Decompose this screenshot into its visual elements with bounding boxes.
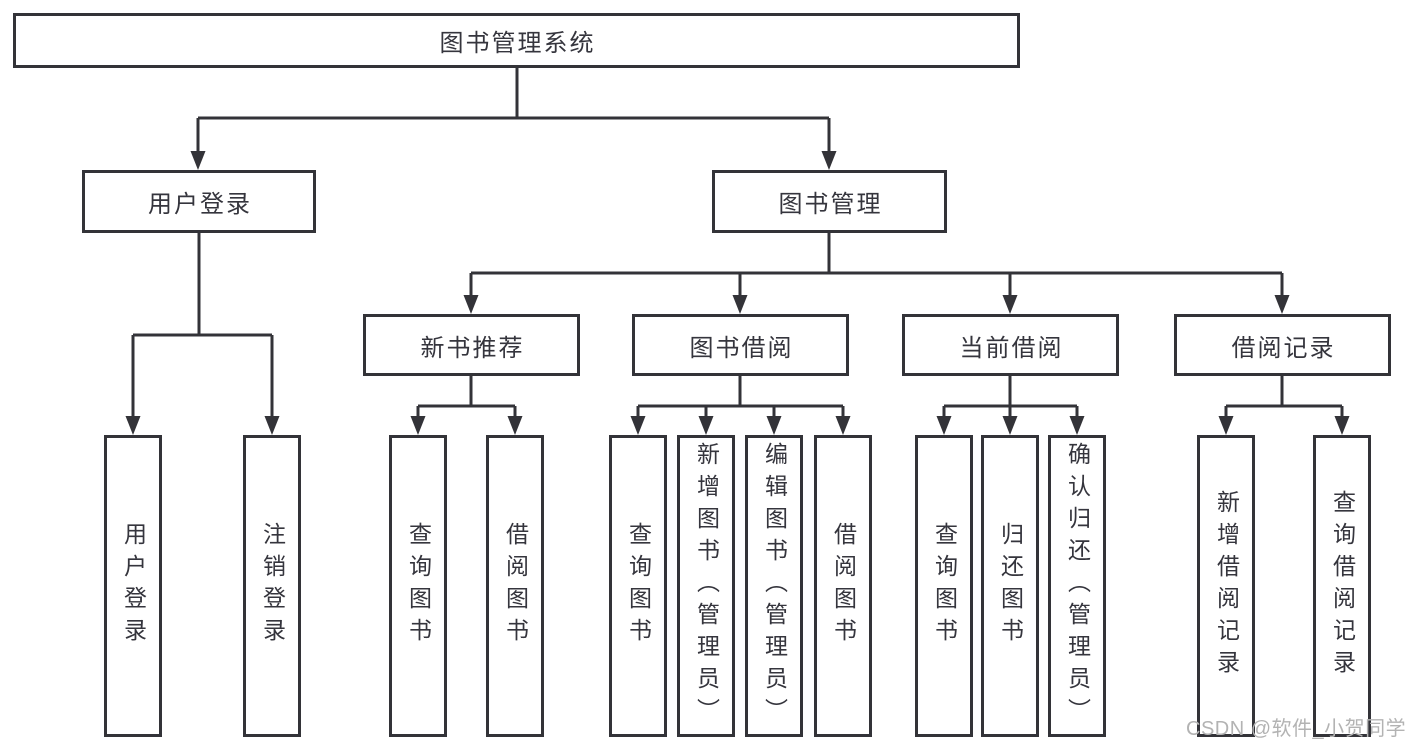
leaf-bb-add-books-admin: 新增图书（管理员） [677,435,735,737]
node-book-management-label: 图书管理 [778,191,883,218]
connector-user-login-children [131,233,274,421]
arrow-down-icon [410,416,426,435]
leaf-cb-return-books: 归还图书 [981,435,1039,737]
arrow-down-icon [821,151,837,170]
leaf-logout-label: 注销登录 [259,522,286,650]
arrow-down-icon [1069,416,1085,435]
leaf-user-login-label: 用户登录 [120,522,147,650]
node-user-login: 用户登录 [82,170,316,233]
arrow-down-icon [190,151,206,170]
leaf-bb-borrow-books-label: 借阅图书 [830,522,857,650]
connector-book-management-children [469,233,1284,300]
leaf-br-add-record-label: 新增借阅记录 [1213,490,1240,682]
node-borrow-records-label: 借阅记录 [1231,334,1336,362]
node-book-borrow-label: 图书借阅 [689,334,794,362]
arrow-down-icon [1002,295,1018,314]
node-new-book-recommend-label: 新书推荐 [420,334,525,362]
arrow-down-icon [766,416,782,435]
arrow-down-icon [125,416,141,435]
node-borrow-records: 借阅记录 [1174,314,1391,376]
node-root: 图书管理系统 [13,13,1020,68]
leaf-cb-confirm-return-admin: 确认归还（管理员） [1048,435,1106,737]
arrow-down-icon [507,416,523,435]
leaf-br-add-record: 新增借阅记录 [1197,435,1255,737]
leaf-nbr-borrow-books: 借阅图书 [486,435,544,737]
arrow-down-icon [1334,416,1350,435]
arrow-down-icon [835,416,851,435]
leaf-bb-query-books: 查询图书 [609,435,667,737]
leaf-cb-query-books-label: 查询图书 [931,522,958,650]
arrowheads [125,151,1350,435]
leaf-nbr-query-books: 查询图书 [389,435,447,737]
leaf-user-login: 用户登录 [104,435,162,737]
leaf-cb-return-books-label: 归还图书 [997,522,1024,650]
leaf-nbr-query-books-label: 查询图书 [405,522,432,650]
leaf-bb-borrow-books: 借阅图书 [814,435,872,737]
arrow-down-icon [463,295,479,314]
arrow-down-icon [698,416,714,435]
arrow-down-icon [1218,416,1234,435]
arrow-down-icon [1274,295,1290,314]
arrow-down-icon [1002,416,1018,435]
arrow-down-icon [732,295,748,314]
connector-root-to-level2 [196,68,831,156]
node-current-borrow: 当前借阅 [902,314,1119,376]
leaf-br-query-record: 查询借阅记录 [1313,435,1371,737]
leaf-logout: 注销登录 [243,435,301,737]
arrow-down-icon [264,416,280,435]
connector-book-borrow-children [636,376,845,421]
leaf-bb-edit-books-admin-label: 编辑图书（管理员） [761,442,788,730]
node-book-borrow: 图书借阅 [632,314,849,376]
node-root-label: 图书管理系统 [439,30,596,57]
leaf-br-query-record-label: 查询借阅记录 [1329,490,1356,682]
arrow-down-icon [936,416,952,435]
leaf-bb-edit-books-admin: 编辑图书（管理员） [745,435,803,737]
leaf-bb-query-books-label: 查询图书 [625,522,652,650]
node-user-login-label: 用户登录 [148,191,252,218]
node-new-book-recommend: 新书推荐 [363,314,580,376]
csdn-watermark: CSDN @软件_小贺同学 [1186,718,1405,740]
leaf-nbr-borrow-books-label: 借阅图书 [502,522,529,650]
connector-current-borrow-children [942,376,1079,421]
leaf-bb-add-books-admin-label: 新增图书（管理员） [693,442,720,730]
node-book-management: 图书管理 [712,170,947,233]
node-current-borrow-label: 当前借阅 [959,334,1064,362]
leaf-cb-confirm-return-admin-label: 确认归还（管理员） [1064,442,1091,730]
connector-new-book-recommend-children [416,376,517,421]
leaf-cb-query-books: 查询图书 [915,435,973,737]
arrow-down-icon [630,416,646,435]
connector-borrow-records-children [1224,376,1344,421]
